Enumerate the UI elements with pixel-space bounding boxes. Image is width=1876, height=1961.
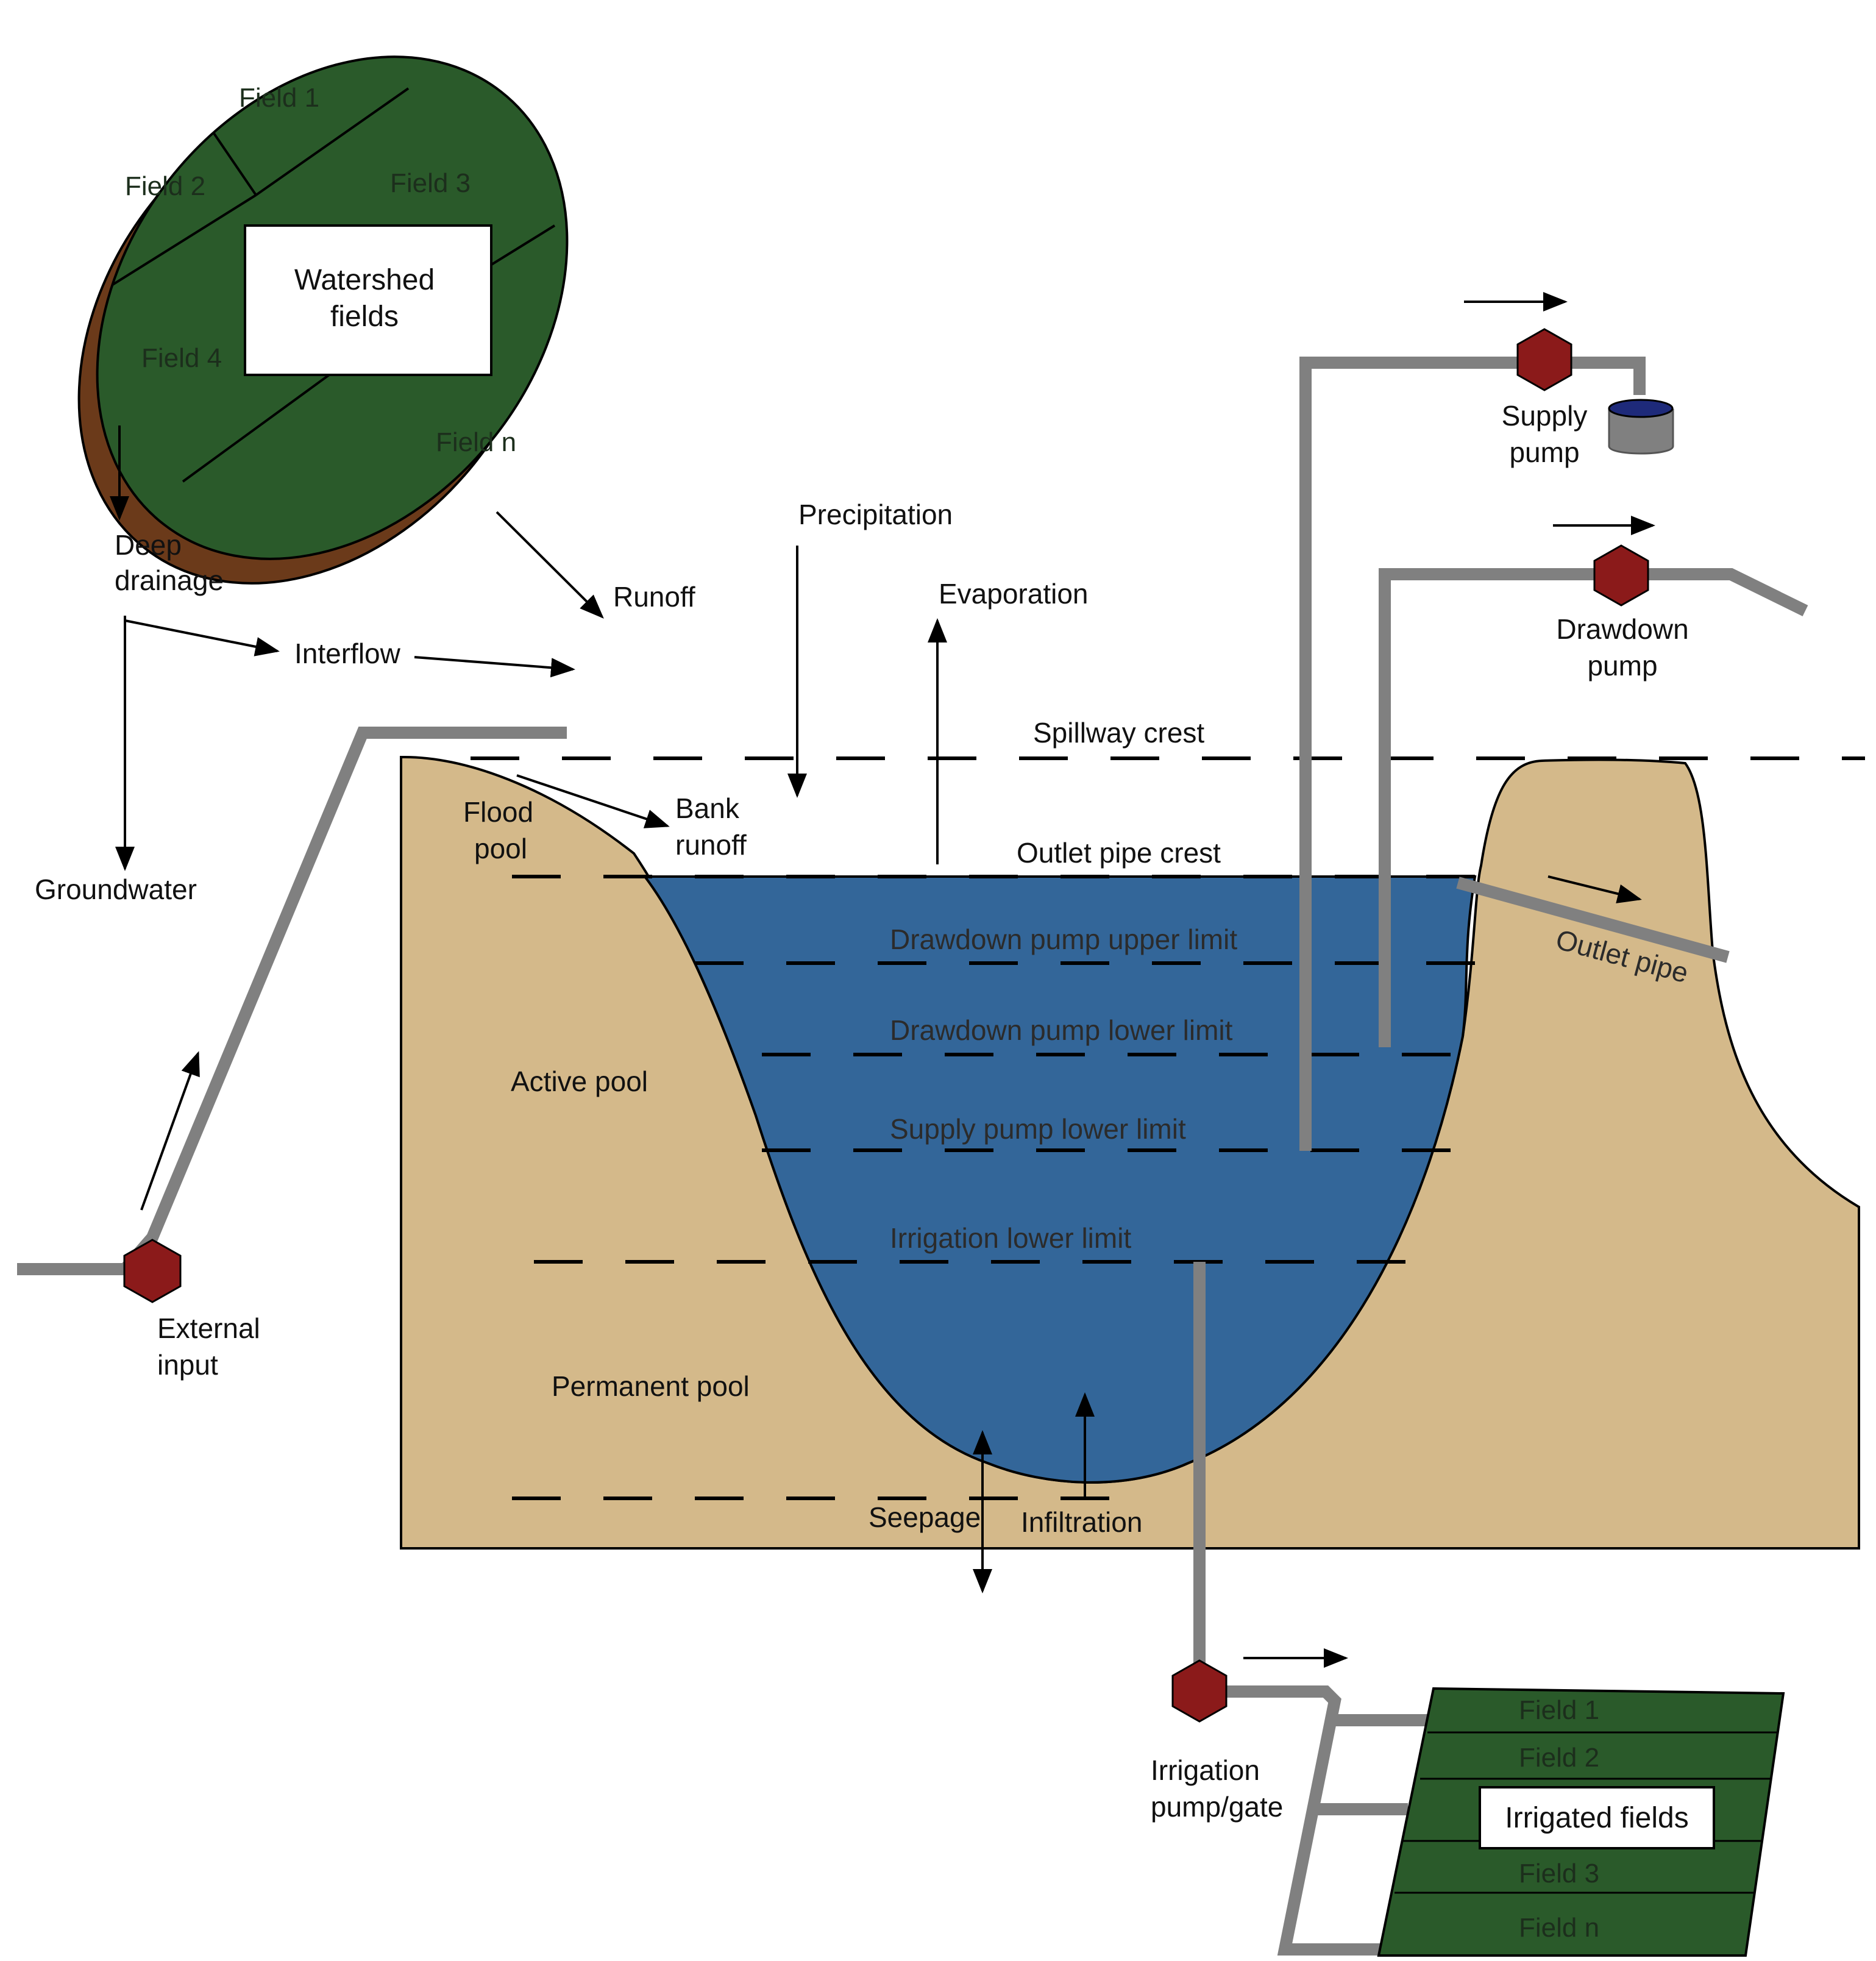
interflow-arrow-2 xyxy=(414,656,575,678)
permanent-pool-label: Permanent pool xyxy=(552,1370,750,1402)
drawdown-pump-pipe xyxy=(1379,568,1808,1047)
pump-flow-arrows xyxy=(140,292,1655,1668)
deep-drainage-label-1: Deep xyxy=(115,529,182,561)
interflow-arrow-1 xyxy=(124,619,280,657)
watershed-flux-arrows xyxy=(110,425,604,871)
reservoir-flux-arrows xyxy=(516,546,1642,1593)
watershed-fields-box xyxy=(244,224,492,376)
active-pool-label: Active pool xyxy=(511,1066,648,1097)
flood-pool-label-2: pool xyxy=(474,833,527,864)
irrigation-lower-label: Irrigation lower limit xyxy=(890,1222,1131,1254)
spillway-crest-label: Spillway crest xyxy=(1033,717,1204,749)
supply-pump-label-1: Supply xyxy=(1502,400,1588,432)
watershed-field-n: Field n xyxy=(436,427,516,457)
watershed-field-2: Field 2 xyxy=(125,171,205,201)
outlet-pipe xyxy=(1456,877,1730,963)
irrigation-pump-label-2: pump/gate xyxy=(1151,1791,1283,1823)
seepage-label: Seepage xyxy=(869,1501,981,1533)
runoff-label: Runoff xyxy=(613,581,695,613)
supply-lower-label: Supply pump lower limit xyxy=(890,1113,1186,1145)
watershed-box-line-2: fields xyxy=(330,301,399,333)
supply-pump-icon xyxy=(1516,328,1572,391)
watershed-field-3: Field 3 xyxy=(390,168,471,198)
irrigated-fields: Field 1 Field 2 Field 3 Field n Irrigate… xyxy=(1377,1687,1785,1957)
outlet-pipe-crest-label: Outlet pipe crest xyxy=(1017,837,1221,869)
pipes xyxy=(17,357,1808,1956)
irrigated-fields-box-label: Irrigated fields xyxy=(1505,1802,1688,1834)
irrigated-field-n: Field n xyxy=(1519,1913,1599,1943)
irrigated-field-1: Field 1 xyxy=(1519,1695,1599,1725)
tank-top-icon xyxy=(1608,399,1674,418)
watershed-field-4: Field 4 xyxy=(141,343,222,373)
drawdown-pump-icon xyxy=(1593,544,1649,607)
bank-runoff-arrow xyxy=(516,774,670,828)
tank-body-icon xyxy=(1608,408,1674,455)
interflow-label: Interflow xyxy=(294,638,401,669)
bank-runoff-label-2: runoff xyxy=(675,829,747,861)
irrigation-pump-pipe xyxy=(1193,1262,1402,1956)
supply-tank xyxy=(1608,399,1674,455)
external-input-pump-icon xyxy=(123,1239,182,1303)
external-input-flow-arrow xyxy=(140,1051,200,1211)
external-input-label-2: input xyxy=(157,1349,218,1381)
external-input-pipe xyxy=(17,727,567,1275)
watershed-field-1: Field 1 xyxy=(239,83,319,113)
drawdown-pump-label-1: Drawdown xyxy=(1556,613,1688,645)
supply-pump-label-2: pump xyxy=(1509,436,1579,468)
irrigation-pump-label-1: Irrigation xyxy=(1151,1754,1260,1786)
bank-runoff-label-1: Bank xyxy=(675,792,740,824)
watershed-disk: Field 1 Field 2 Field 3 Field 4 Field n … xyxy=(77,55,569,585)
irrigated-fields-box xyxy=(1479,1786,1715,1849)
drawdown-pump-label-2: pump xyxy=(1587,650,1657,682)
precipitation-label: Precipitation xyxy=(798,499,953,530)
external-input-label-1: External xyxy=(157,1312,260,1344)
supply-pump-pipe xyxy=(1299,357,1646,1151)
deep-drainage-label-2: drainage xyxy=(115,564,224,596)
irrigated-field-2: Field 2 xyxy=(1519,1743,1599,1773)
flood-pool-label-1: Flood xyxy=(463,796,533,828)
evaporation-label: Evaporation xyxy=(939,578,1089,610)
runoff-arrow xyxy=(496,511,604,619)
drawdown-upper-label: Drawdown pump upper limit xyxy=(890,924,1237,955)
groundwater-label: Groundwater xyxy=(35,874,197,905)
infiltration-label: Infiltration xyxy=(1021,1506,1142,1538)
outlet-flow-arrow xyxy=(1547,875,1642,903)
pumps xyxy=(123,328,1649,1723)
reservoir-water xyxy=(642,875,1477,1484)
irrigation-pump-icon xyxy=(1171,1659,1228,1723)
irrigated-field-3: Field 3 xyxy=(1519,1859,1599,1888)
drawdown-lower-label: Drawdown pump lower limit xyxy=(890,1014,1233,1046)
water-level-lines xyxy=(471,756,1865,1500)
watershed-box-line-1: Watershed xyxy=(294,264,435,296)
reservoir-ground xyxy=(400,755,1860,1550)
